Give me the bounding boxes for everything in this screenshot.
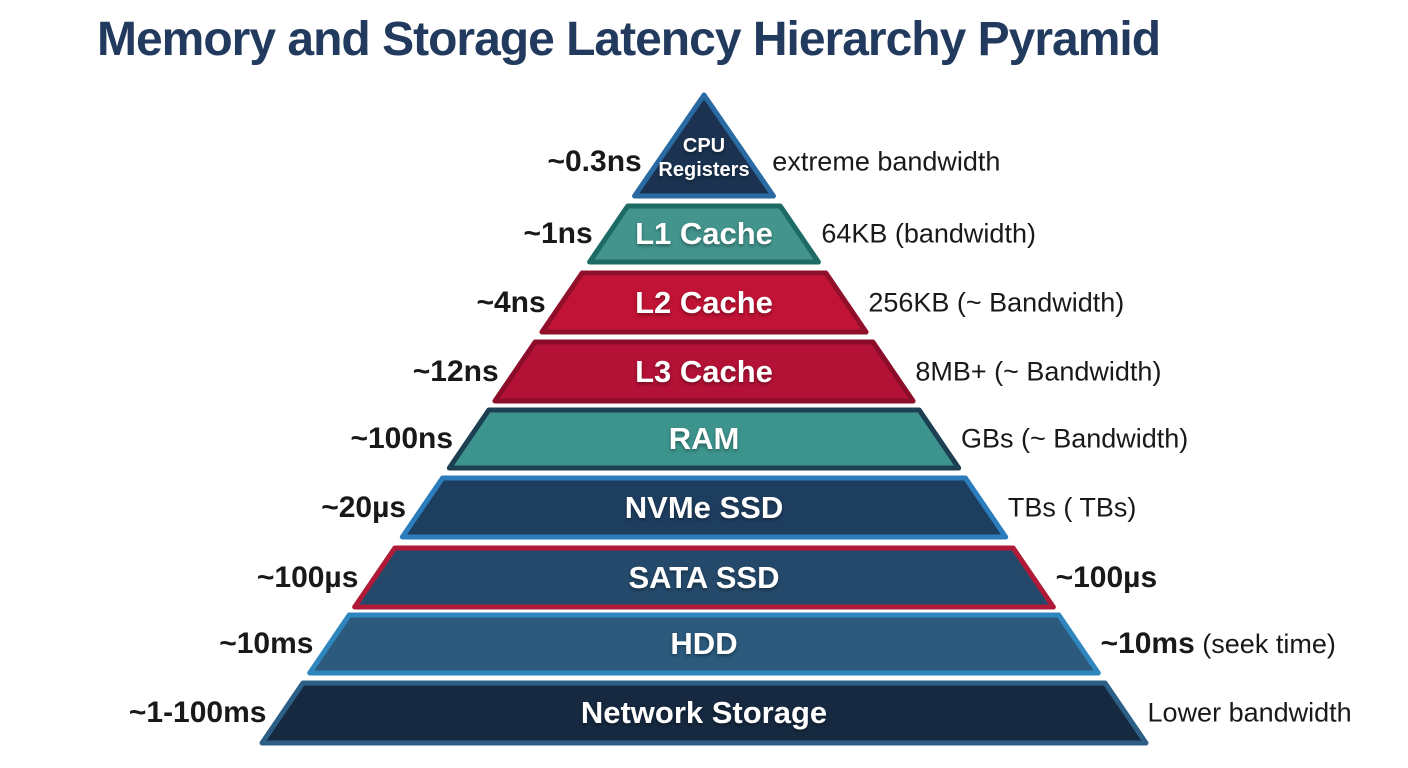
- pyramid-level-sata-ssd-shape: [352, 545, 1056, 610]
- pyramid-level-l3-cache-shape: [492, 339, 916, 404]
- pyramid-level-hdd-shape: [307, 612, 1101, 676]
- pyramid-level-ram-shape: [446, 407, 962, 471]
- pyramid-level-nvme-ssd-shape: [399, 475, 1009, 540]
- page-title: Memory and Storage Latency Hierarchy Pyr…: [97, 13, 1161, 66]
- pyramid-level-cpu-registers-shape: [632, 92, 776, 199]
- pyramid-level-network-storage-shape: [259, 680, 1149, 746]
- pyramid-level-l2-cache-shape: [539, 270, 869, 335]
- pyramid-level-l1-cache-shape: [587, 203, 821, 265]
